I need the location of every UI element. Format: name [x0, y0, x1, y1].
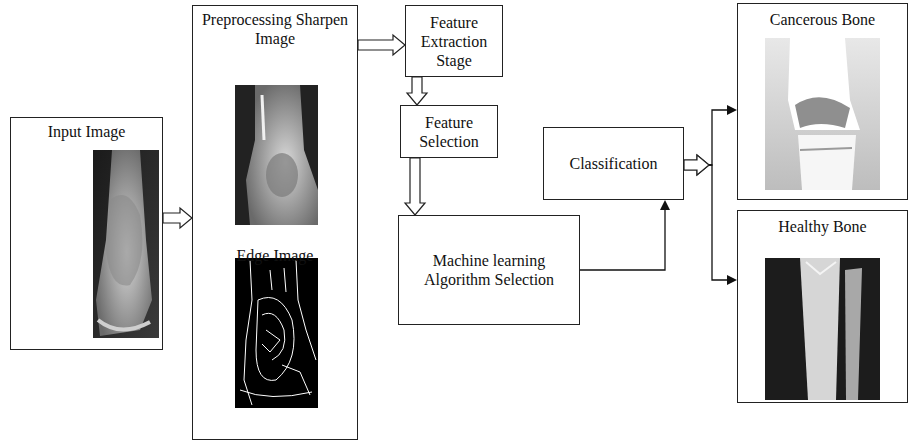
- process-box: Preprocessing Sharpen ImageEdge Image: [192, 5, 358, 440]
- cancerous-xray: [765, 38, 880, 190]
- flow-arrow: [684, 155, 737, 285]
- process-box: Healthy Bone: [737, 210, 908, 403]
- flow-arrow: [358, 35, 405, 55]
- flow-arrow: [407, 77, 427, 105]
- box-heading: Feature Extraction Stage: [406, 13, 502, 70]
- box-heading: Machine learning Algorithm Selection: [399, 251, 579, 289]
- process-box: Classification: [543, 127, 684, 200]
- box-heading: Feature Selection: [401, 113, 497, 151]
- box-heading: Classification: [564, 154, 664, 173]
- input-xray: [93, 150, 159, 338]
- flow-arrow: [580, 200, 670, 270]
- process-box: Machine learning Algorithm Selection: [398, 215, 580, 325]
- edge-image: [235, 258, 318, 408]
- process-box: Feature Extraction Stage: [405, 5, 503, 77]
- process-box: Cancerous Bone: [737, 3, 908, 200]
- box-heading: Cancerous Bone: [738, 10, 907, 29]
- box-heading: Input Image: [11, 122, 162, 141]
- box-heading: Preprocessing Sharpen Image: [193, 10, 357, 48]
- process-box: Input Image: [10, 117, 163, 350]
- sharpened-xray: [235, 85, 318, 225]
- box-subheading: Edge Image: [193, 246, 357, 265]
- flow-arrow: [163, 208, 192, 228]
- healthy-xray: [765, 258, 880, 400]
- process-box: Feature Selection: [400, 105, 498, 158]
- box-heading: Healthy Bone: [738, 217, 907, 236]
- flow-arrow: [405, 158, 425, 215]
